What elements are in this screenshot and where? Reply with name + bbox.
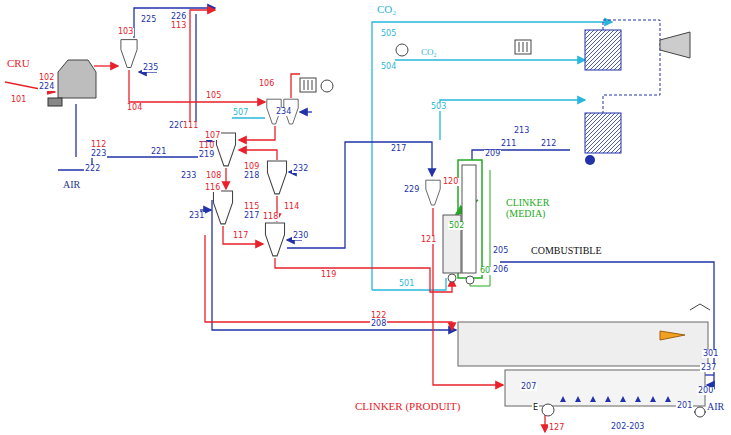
stream-number: 118 (262, 213, 279, 221)
stream-number: 119 (320, 271, 337, 279)
stream-number: 502 (448, 222, 465, 230)
stream-number: 207 (520, 383, 537, 391)
stream-number: 60 (479, 267, 491, 275)
stream-number: 101 (10, 96, 27, 104)
stream-number: 233 (180, 172, 197, 180)
stream-number: 226 (170, 13, 187, 21)
stream-number: 120 (442, 178, 459, 186)
stream-number: 231 (188, 212, 205, 220)
stream-number: 102 (38, 74, 55, 82)
stream-number: 235 (142, 64, 159, 72)
stream-number: 232 (292, 165, 309, 173)
stream-label: AIR (62, 180, 81, 191)
stream-number: 117 (232, 232, 249, 240)
stream-number: 110 (198, 142, 215, 150)
stream-number: 222 (84, 165, 101, 173)
stream-number: 112 (90, 141, 107, 149)
stream-number: 111 (182, 122, 199, 130)
stream-number: 504 (380, 63, 397, 71)
stream-number: 505 (380, 30, 397, 38)
stream-number: 213 (513, 127, 530, 135)
stream-number: 113 (170, 22, 187, 30)
stream-number: 114 (283, 203, 300, 211)
stream-number: 229 (403, 186, 420, 194)
stream-number: 219 (198, 151, 215, 159)
stream-number: 206 (492, 266, 509, 274)
stream-number: 507 (232, 109, 249, 117)
stream-label: CO₂ (420, 48, 438, 57)
stream-number: 201 (676, 402, 693, 410)
stream-label: CLINKER (MEDIA) (505, 198, 563, 219)
stream-number: 104 (126, 104, 143, 112)
equipment (48, 20, 710, 417)
stream-label: CO₂ (376, 4, 397, 16)
stream-number: 109 (243, 163, 260, 171)
stream-number: 121 (420, 236, 437, 244)
stream-number: 234 (275, 108, 292, 116)
gas-lines (58, 8, 714, 412)
stream-number: 217 (243, 212, 260, 220)
co2-lines (232, 22, 612, 290)
stream-number: 211 (500, 140, 517, 148)
stream-number: 224 (38, 83, 55, 91)
stream-number: 221 (150, 148, 167, 156)
stream-label: AIR (706, 402, 725, 413)
stream-number: 205 (492, 247, 509, 255)
stream-label: CLINKER (PRODUIT) (354, 401, 461, 413)
stream-number: 209 (484, 150, 501, 158)
stream-number: 223 (90, 150, 107, 158)
stream-number: 237 (700, 364, 717, 372)
stream-number: 202-203 (610, 423, 645, 431)
stream-number: 217 (390, 145, 407, 153)
stream-number: 208 (370, 320, 387, 328)
stream-number: 107 (204, 132, 221, 140)
stream-number: 230 (292, 232, 309, 240)
stream-number: 106 (258, 80, 275, 88)
stream-label: CRU (6, 58, 31, 70)
stream-number: 105 (205, 92, 222, 100)
stream-label: COMBUSTIBLE (530, 246, 603, 257)
stream-number: 200 (697, 387, 714, 395)
stream-number: 225 (140, 16, 157, 24)
stream-number: 108 (205, 172, 222, 180)
stream-number: 301 (702, 350, 719, 358)
stream-number: 116 (204, 184, 221, 192)
stream-number: 115 (243, 203, 260, 211)
stream-number: 127 (548, 424, 565, 432)
stream-number: 212 (540, 140, 557, 148)
stream-number: 103 (117, 28, 134, 36)
stream-number: 501 (398, 280, 415, 288)
stream-number: E (532, 404, 539, 412)
stream-number: 503 (430, 103, 447, 111)
solid-lines (5, 10, 700, 432)
stream-number: 218 (243, 172, 260, 180)
